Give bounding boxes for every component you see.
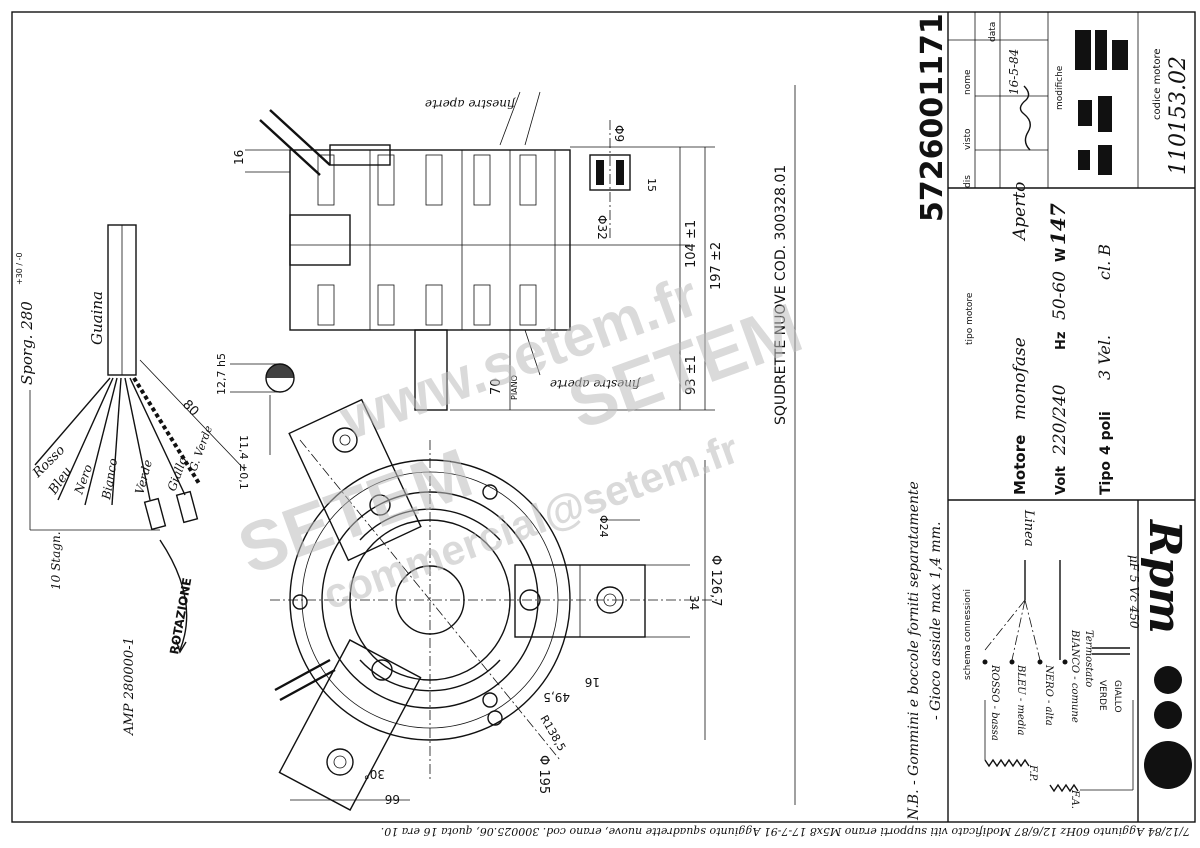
conn-bianco: BIANCO - comune [1069, 629, 1080, 723]
motore-value: monofase [1010, 337, 1030, 420]
data-label: data [988, 22, 998, 42]
class-label: cl. B [1095, 244, 1114, 280]
linea-label: Linea [1021, 509, 1036, 547]
conn-verde: VERDE [1097, 680, 1107, 711]
volt-value: 220/240 [1050, 384, 1070, 456]
wire-amp: AMP 280000-1 [122, 637, 137, 736]
wire-rotazione: ROTAZIONE [167, 577, 194, 656]
dim-16-top: 16 [232, 150, 246, 165]
dim-70: 70 [489, 378, 504, 395]
aperto-value: Aperto [1010, 182, 1030, 242]
watt-value: 147 [1046, 203, 1070, 245]
signature-scribble [1019, 85, 1031, 151]
connection-schematic: schema connessioni Linea ROSSO - bassa B… [963, 509, 1141, 809]
dim-49-5: 49,5 [543, 690, 570, 704]
dim-11-4: 11,4 ±0,1 [237, 435, 250, 490]
dim-phi24: Φ24 [597, 515, 610, 538]
conn-fa: F.A. [1069, 789, 1080, 809]
note-squadrette: SQUDRETTE NUOVE COD. 300328.01 [773, 165, 789, 425]
tipo-motore-label: tipo motore [965, 292, 975, 345]
dim-104: 104 ±1 [684, 220, 699, 268]
revision-notes: 7/12/84 Aggiunto 60Hz 12/6/87 Modificato… [381, 825, 1190, 838]
conn-rosso: ROSSO - bassa [989, 664, 1000, 741]
wire-stagno: 10 Stagn. [49, 531, 63, 590]
wire-sporg: Sporg. 280 [18, 301, 36, 385]
conn-giallo: GIALLO [1112, 680, 1122, 713]
dim-phi126-7: Φ 126,7 [708, 555, 723, 607]
conn-fp: F.P. [1027, 764, 1038, 781]
dim-r138-5: R138,5 [537, 713, 568, 753]
shaft-section [230, 363, 295, 455]
vel-label: 3 Vel. [1095, 335, 1114, 380]
wire-giallo-verde: G. Verde [187, 423, 216, 473]
wire-verde: Verde [132, 458, 155, 496]
drawing-number: 5726001171 [915, 13, 950, 222]
capacitor-label: μF 5 Vc 450 [1127, 555, 1141, 629]
hz-label: Hz [1054, 332, 1069, 350]
drawing-frame [11, 11, 1196, 823]
dim-piano: PIANO [510, 375, 519, 400]
brand-text: Rpm [1139, 518, 1190, 634]
dim-34: 34 [687, 595, 701, 610]
hz-value: 50-60 [1050, 271, 1070, 320]
visto-label: visto [963, 128, 973, 150]
motor-spec-block: tipo motore Aperto Motore monofase Volt … [965, 182, 1114, 495]
brand-logo: Rpm [1139, 518, 1192, 789]
title-block: nome data dis visto 16-5-84 modifiche co… [948, 12, 1191, 188]
dim-30deg: 30° [364, 767, 385, 781]
dim-80: 80 [179, 397, 201, 419]
motor-code: 110153.02 [1166, 56, 1191, 175]
motore-label: Motore [1011, 435, 1029, 495]
cooling-fins [317, 150, 556, 330]
conn-bleu: BLEU - media [1015, 664, 1026, 735]
volt-label: Volt [1054, 466, 1069, 495]
conn-termostato: Termostato [1083, 630, 1094, 687]
mounting-bracket-bottom [278, 639, 422, 811]
finestre-top: finestre aperte [425, 97, 516, 111]
dim-phi9: Φ9 [612, 125, 626, 142]
dim-12-7: 12,7 h5 [215, 353, 228, 395]
dim-197: 197 ±2 [709, 242, 724, 290]
dim-93: 93 ±1 [684, 355, 699, 395]
motor-front-view [270, 398, 720, 811]
rotation-arrow [159, 539, 188, 651]
wire-sporg-tol: +30 / -0 [15, 252, 24, 285]
dim-phi32: Φ32 [595, 215, 609, 240]
watt-label: W [1054, 248, 1069, 262]
motor-side-view [245, 109, 715, 411]
codice-motore-label: codice motore [1152, 48, 1163, 120]
revision-marks [1075, 30, 1128, 175]
tipo-label: Tipo [1098, 461, 1114, 495]
dim-66: 66 [385, 792, 400, 806]
conn-nero: NERO - alta [1043, 664, 1054, 726]
mounting-bracket-right [514, 564, 646, 638]
schema-title: schema connessioni [963, 589, 973, 680]
wire-harness [29, 224, 246, 531]
note-gioco: - Gioco assiale max 1,4 mm. [928, 522, 944, 720]
date-value: 16-5-84 [1007, 49, 1021, 95]
dim-16: 16 [585, 675, 600, 689]
dim-15: 15 [645, 178, 658, 192]
poli-value: 4 poli [1098, 411, 1114, 455]
wire-bianco: Bianco [99, 457, 120, 501]
finestre-bot: finestre aperte [550, 377, 641, 391]
mounting-bracket-top [288, 398, 422, 562]
dis-label: dis [963, 175, 973, 188]
note-nb: N.B. - Gommini e boccole forniti separat… [906, 481, 922, 821]
nome-label: nome [963, 69, 973, 95]
wire-guaina: Guaina [88, 291, 106, 345]
dim-phi195: Φ 195 [536, 755, 551, 794]
modifiche-label: modifiche [1055, 65, 1065, 110]
